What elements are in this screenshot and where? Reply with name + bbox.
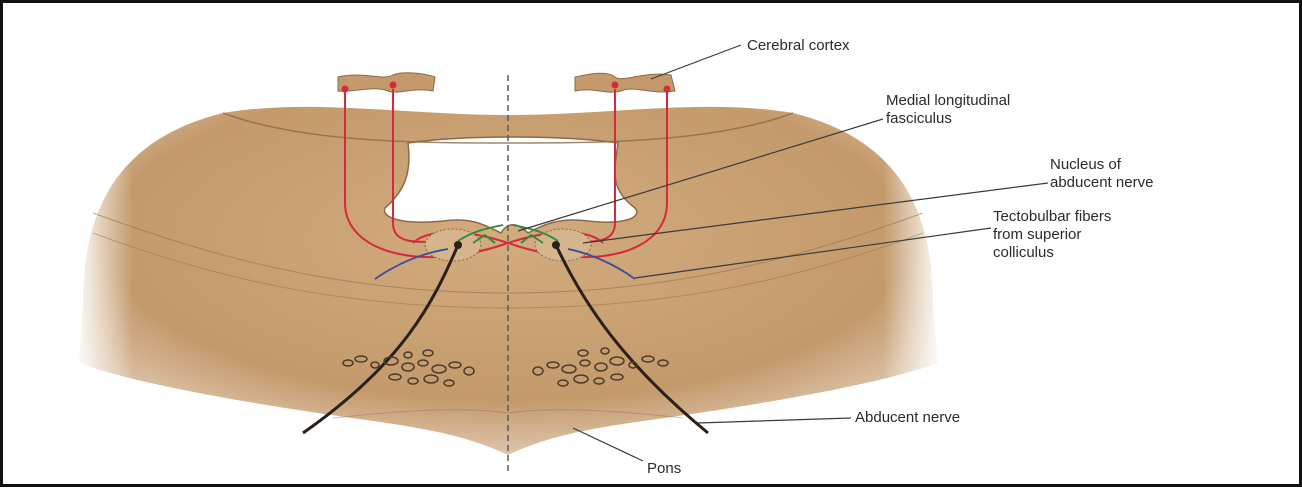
pons-abducent-diagram: Cerebral cortex Medial longitudinal fasc…	[3, 3, 1302, 490]
label-tectobulbar-line1: Tectobulbar fibers	[993, 208, 1111, 225]
leader-cerebral-cortex	[651, 45, 741, 79]
cortex-strip-left	[338, 73, 435, 92]
nucleus-dot-left	[454, 241, 462, 249]
right-fade	[883, 103, 943, 383]
leader-pons	[573, 428, 643, 461]
label-mlf-line2: fasciculus	[886, 110, 952, 127]
fourth-ventricle	[385, 137, 637, 233]
nucleus-dot-right	[552, 241, 560, 249]
left-fade	[73, 103, 133, 383]
label-mlf-line1: Medial longitudinal	[886, 92, 1010, 109]
label-abducent-nerve: Abducent nerve	[855, 409, 960, 426]
label-tectobulbar-line2: from superior	[993, 226, 1081, 243]
label-tectobulbar-line3: colliculus	[993, 244, 1054, 261]
label-cerebral-cortex: Cerebral cortex	[747, 37, 850, 54]
label-abducent-nucleus-line2: abducent nerve	[1050, 174, 1153, 191]
label-pons: Pons	[647, 460, 681, 477]
label-abducent-nucleus-line1: Nucleus of	[1050, 156, 1122, 173]
leader-abducent-nerve	[698, 418, 851, 423]
